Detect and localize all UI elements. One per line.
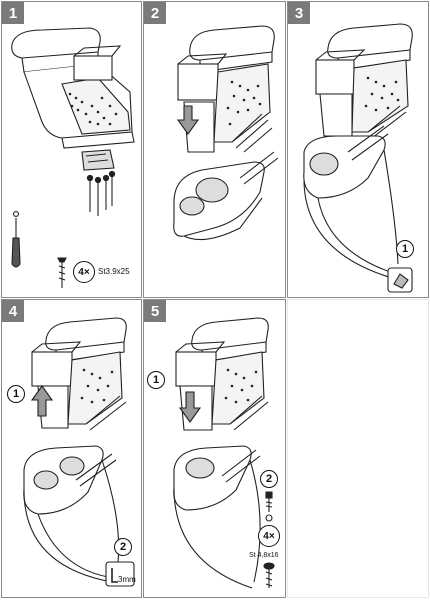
step-1-number: 1 <box>2 2 24 24</box>
callout-2: 2 <box>260 470 278 488</box>
armrest-fixing-illustration <box>173 317 275 589</box>
step-1-panel: 1 <box>1 1 142 298</box>
callout-1: 1 <box>7 385 25 403</box>
screw-icon <box>263 562 275 588</box>
armrest-lowering-illustration <box>173 25 279 241</box>
step-4-panel: 4 <box>1 299 142 598</box>
step-3-panel: 3 <box>287 1 429 298</box>
step-2-number: 2 <box>144 2 166 24</box>
quantity-badge: 4× <box>73 261 95 283</box>
step-5-number: 5 <box>144 300 166 322</box>
step-5-panel: 5 <box>143 299 286 598</box>
screw-spec-label: St 4,8x16 <box>249 552 279 559</box>
armrest-raising-illustration <box>23 317 135 587</box>
armrest-underside-illustration <box>11 27 135 288</box>
hex-size-label: 3mm <box>118 575 136 584</box>
callout-2: 2 <box>114 538 132 556</box>
quantity-badge: 4× <box>258 525 280 547</box>
armrest-fitting-illustration <box>303 23 413 293</box>
step-3-number: 3 <box>288 2 310 24</box>
bolt-icon <box>265 491 273 522</box>
screw-spec-label: St3.9x25 <box>98 267 130 276</box>
callout-1: 1 <box>396 240 414 258</box>
empty-panel <box>287 299 429 598</box>
hex-key-icon <box>105 561 135 587</box>
screwdriver-icon <box>11 211 21 268</box>
screw-icon <box>57 257 67 288</box>
detail-inset <box>387 267 413 293</box>
step-4-number: 4 <box>2 300 24 322</box>
callout-1: 1 <box>147 371 165 389</box>
step-2-panel: 2 <box>143 1 286 298</box>
